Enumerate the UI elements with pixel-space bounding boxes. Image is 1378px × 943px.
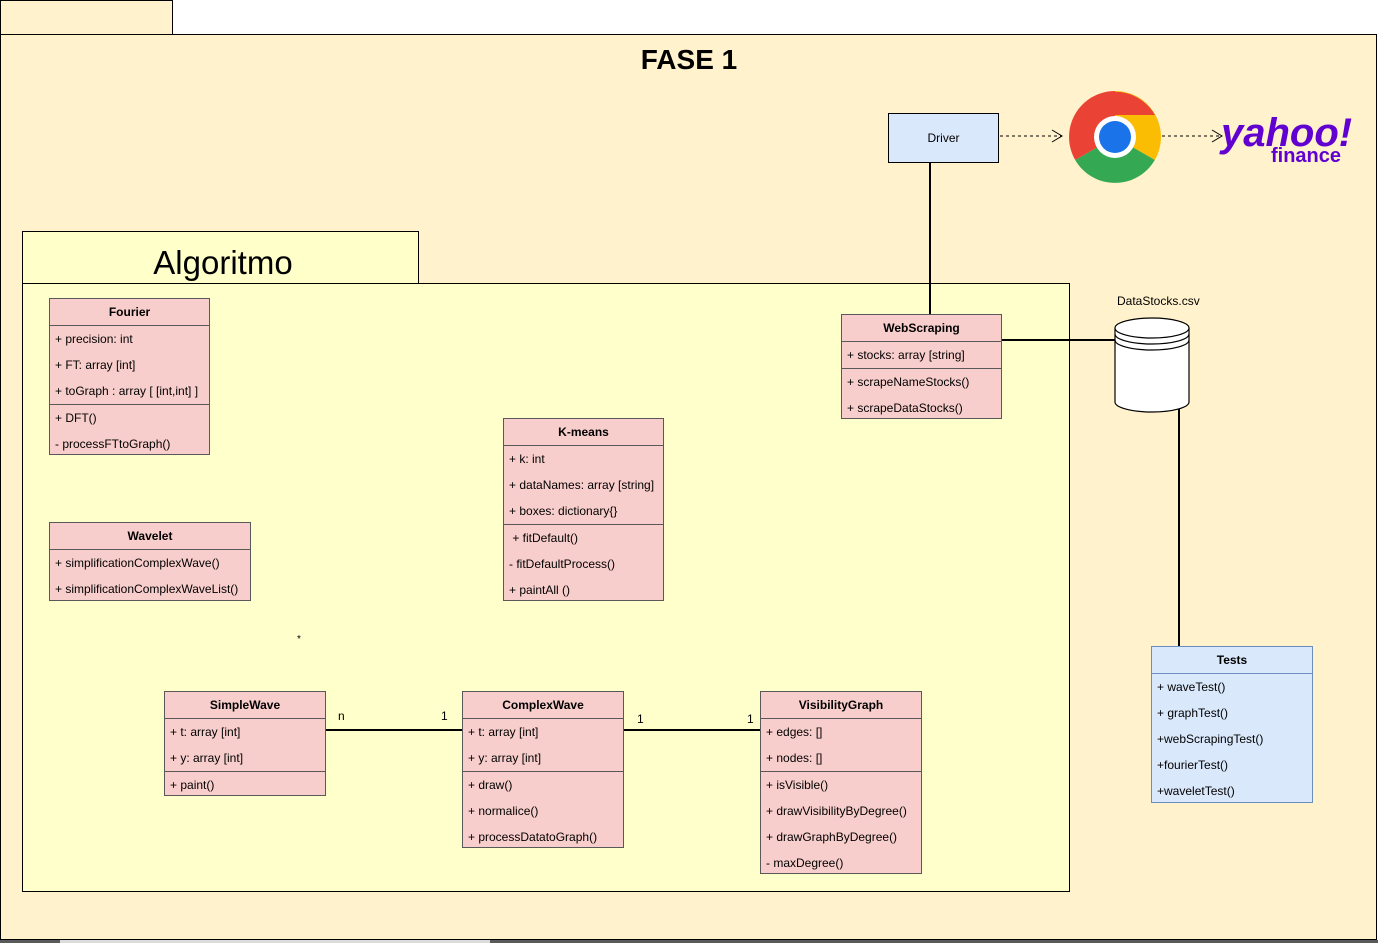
multiplicity-1: 1 (441, 709, 448, 723)
class-name: Wavelet (50, 523, 250, 550)
attribute: + dataNames: array [string] (509, 478, 655, 492)
method: + graphTest() (1157, 706, 1229, 720)
class-name: SimpleWave (165, 692, 325, 719)
class-visibilitygraph: VisibilityGraph + edges: [] + nodes: [] … (760, 691, 922, 874)
multiplicity-1: 1 (747, 712, 754, 726)
method: + DFT() (50, 404, 209, 431)
method: + isVisible() (761, 771, 921, 798)
method: - fitDefaultProcess() (509, 557, 616, 571)
scrollbar-thumb[interactable] (60, 940, 490, 943)
attribute: + t: array [int] (468, 725, 539, 739)
method: + paint() (165, 771, 325, 798)
attribute: + k: int (509, 452, 545, 466)
method: + scrapeNameStocks() (842, 368, 1001, 395)
driver-box: Driver (888, 113, 999, 163)
method: +webScrapingTest() (1157, 732, 1264, 746)
class-webscraping: WebScraping + stocks: array [string] + s… (841, 314, 1002, 419)
class-fourier: Fourier + precision: int + FT: array [in… (49, 298, 210, 455)
page-title: FASE 1 (640, 44, 738, 75)
method: + normalice() (468, 804, 539, 818)
attribute: + nodes: [] (766, 751, 823, 765)
attribute: + t: array [int] (170, 725, 241, 739)
frame-tab (0, 0, 173, 35)
class-name: WebScraping (842, 315, 1001, 342)
class-kmeans: K-means + k: int + dataNames: array [str… (503, 418, 664, 601)
method: + simplificationComplexWave() (55, 556, 220, 570)
attribute: + y: array [int] (468, 751, 542, 765)
method: - maxDegree() (766, 856, 844, 870)
attribute: + precision: int (55, 332, 133, 346)
method: + draw() (463, 771, 623, 798)
attribute: + boxes: dictionary{} (509, 504, 618, 518)
method: +waveletTest() (1157, 784, 1235, 798)
class-tests: Tests + waveTest() + graphTest() +webScr… (1151, 646, 1313, 803)
class-name: Fourier (50, 299, 209, 326)
package-label: Algoritmo (153, 244, 293, 281)
attribute: + stocks: array [string] (847, 348, 965, 362)
method: + drawVisibilityByDegree() (766, 804, 907, 818)
method: + processDatatoGraph() (468, 830, 598, 844)
class-simplewave: SimpleWave + t: array [int] + y: array [… (164, 691, 326, 796)
bottom-scrollbar[interactable] (0, 940, 1378, 943)
attribute: + toGraph : array [ [int,int] ] (55, 384, 199, 398)
multiplicity-1: 1 (637, 712, 644, 726)
attribute: + FT: array [int] (55, 358, 136, 372)
method: + scrapeDataStocks() (847, 401, 963, 415)
class-name: VisibilityGraph (761, 692, 921, 719)
method: + fitDefault() (504, 524, 663, 551)
package-tab (22, 231, 419, 284)
method: +fourierTest() (1157, 758, 1229, 772)
class-name: ComplexWave (463, 692, 623, 719)
attribute: + edges: [] (766, 725, 823, 739)
multiplicity-n: n (338, 709, 345, 723)
class-wavelet: Wavelet + simplificationComplexWave() + … (49, 522, 251, 601)
class-complexwave: ComplexWave + t: array [int] + y: array … (462, 691, 624, 848)
method: + waveTest() (1157, 680, 1226, 694)
method: - processFTtoGraph() (55, 437, 171, 451)
method: + simplificationComplexWaveList() (55, 582, 239, 596)
method: + drawGraphByDegree() (766, 830, 898, 844)
attribute: + y: array [int] (170, 751, 244, 765)
class-name: K-means (504, 419, 663, 446)
stray-asterisk: * (297, 634, 301, 645)
datastore-label: DataStocks.csv (1117, 294, 1200, 308)
method: + paintAll () (509, 583, 571, 597)
class-name: Tests (1152, 647, 1312, 674)
